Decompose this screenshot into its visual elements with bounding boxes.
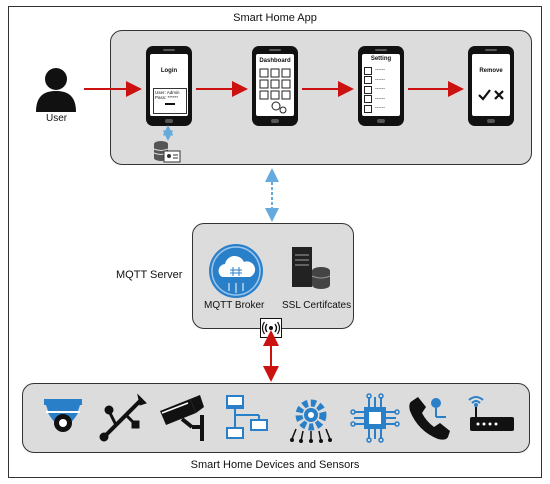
wireless-signal-icon (260, 318, 282, 338)
gear-network-icon (290, 399, 332, 443)
dashboard-phone: Dashboard (252, 46, 298, 126)
mqtt-broker-label: MQTT Broker (204, 300, 265, 311)
setting-line-3: ------ (375, 86, 385, 92)
setting-line-2: ------ (375, 76, 385, 83)
mqtt-server-label: MQTT Server (116, 269, 183, 281)
setting-phone: Setting ------ ------ ------ ------ ----… (358, 46, 404, 126)
ssl-certificates-label: SSL Certifcates (282, 300, 352, 311)
login-phone: Login User: Admin Pass: ****** (146, 46, 192, 126)
mqtt-broker-cloud-icon (209, 244, 263, 298)
ssl-server-icon (292, 247, 331, 289)
check-cross-icon (478, 89, 504, 101)
user-icon (36, 68, 76, 112)
setting-title: Setting (370, 56, 392, 62)
dashboard-title: Dashboard (259, 58, 291, 64)
security-camera-icon (44, 399, 82, 432)
diagram-frame (8, 6, 542, 478)
devices-title: Smart Home Devices and Sensors (190, 459, 360, 471)
setting-line-5: ------ (375, 105, 385, 111)
setting-line-1: ------ (375, 67, 385, 73)
network-icon (226, 395, 268, 439)
cctv-camera-icon (160, 395, 204, 441)
usb-icon (99, 393, 147, 442)
login-title: Login (160, 68, 178, 74)
phone-icon (409, 397, 450, 440)
remove-title: Remove (479, 68, 503, 74)
setting-line-4: ------ (375, 95, 385, 102)
router-icon (468, 396, 514, 431)
chip-icon (350, 393, 400, 443)
database-icon (153, 141, 181, 163)
remove-phone: Remove (468, 46, 514, 126)
dashboard-grid-icon (259, 68, 291, 114)
login-pass-line: Pass: ****** (155, 95, 179, 100)
user-label: User (46, 113, 68, 124)
app-title: Smart Home App (233, 12, 317, 24)
login-user-line: User: Admin (155, 90, 180, 95)
